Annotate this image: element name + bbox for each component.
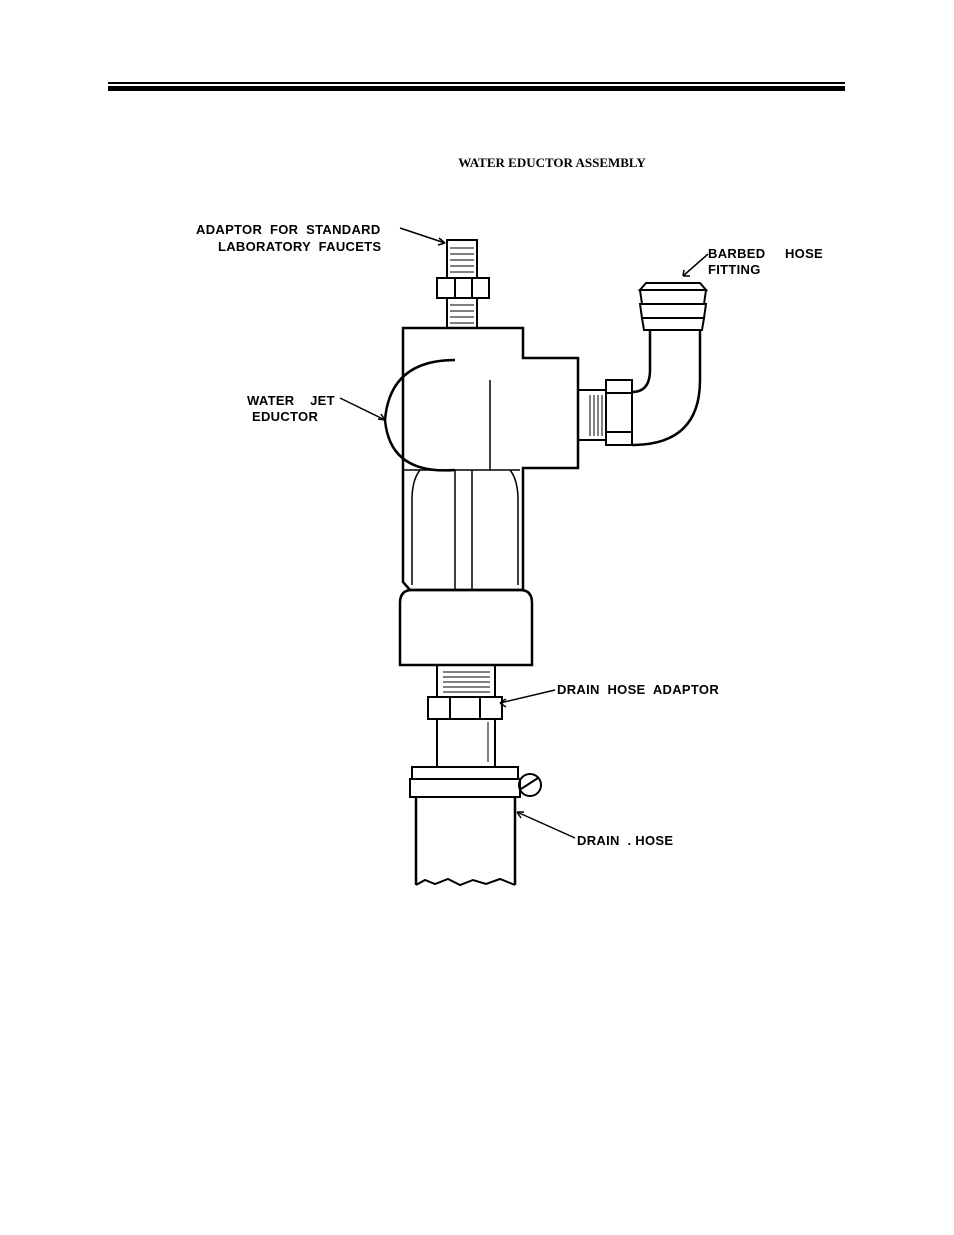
eductor-body <box>385 328 578 590</box>
eductor-label-line1: WATER JET <box>247 392 335 409</box>
drain-hose-label: DRAIN . HOSE <box>577 832 673 849</box>
barbed-label-line2: FITTING <box>708 261 761 278</box>
adaptor-label-line1: ADAPTOR FOR STANDARD <box>196 221 381 238</box>
faucet-adaptor-part <box>437 240 489 328</box>
adaptor-label-line2: LABORATORY FAUCETS <box>218 238 381 255</box>
drain-adaptor-part <box>428 665 502 767</box>
barbed-hose-elbow <box>632 283 706 445</box>
lower-collar <box>400 590 532 665</box>
drain-hose-part <box>416 797 515 885</box>
barbed-label-line1: BARBED HOSE <box>708 245 823 262</box>
hose-clamp <box>410 767 541 797</box>
drain-adaptor-label: DRAIN HOSE ADAPTOR <box>557 681 719 698</box>
side-connector <box>578 380 632 445</box>
eductor-label-line2: EDUCTOR <box>252 408 318 425</box>
